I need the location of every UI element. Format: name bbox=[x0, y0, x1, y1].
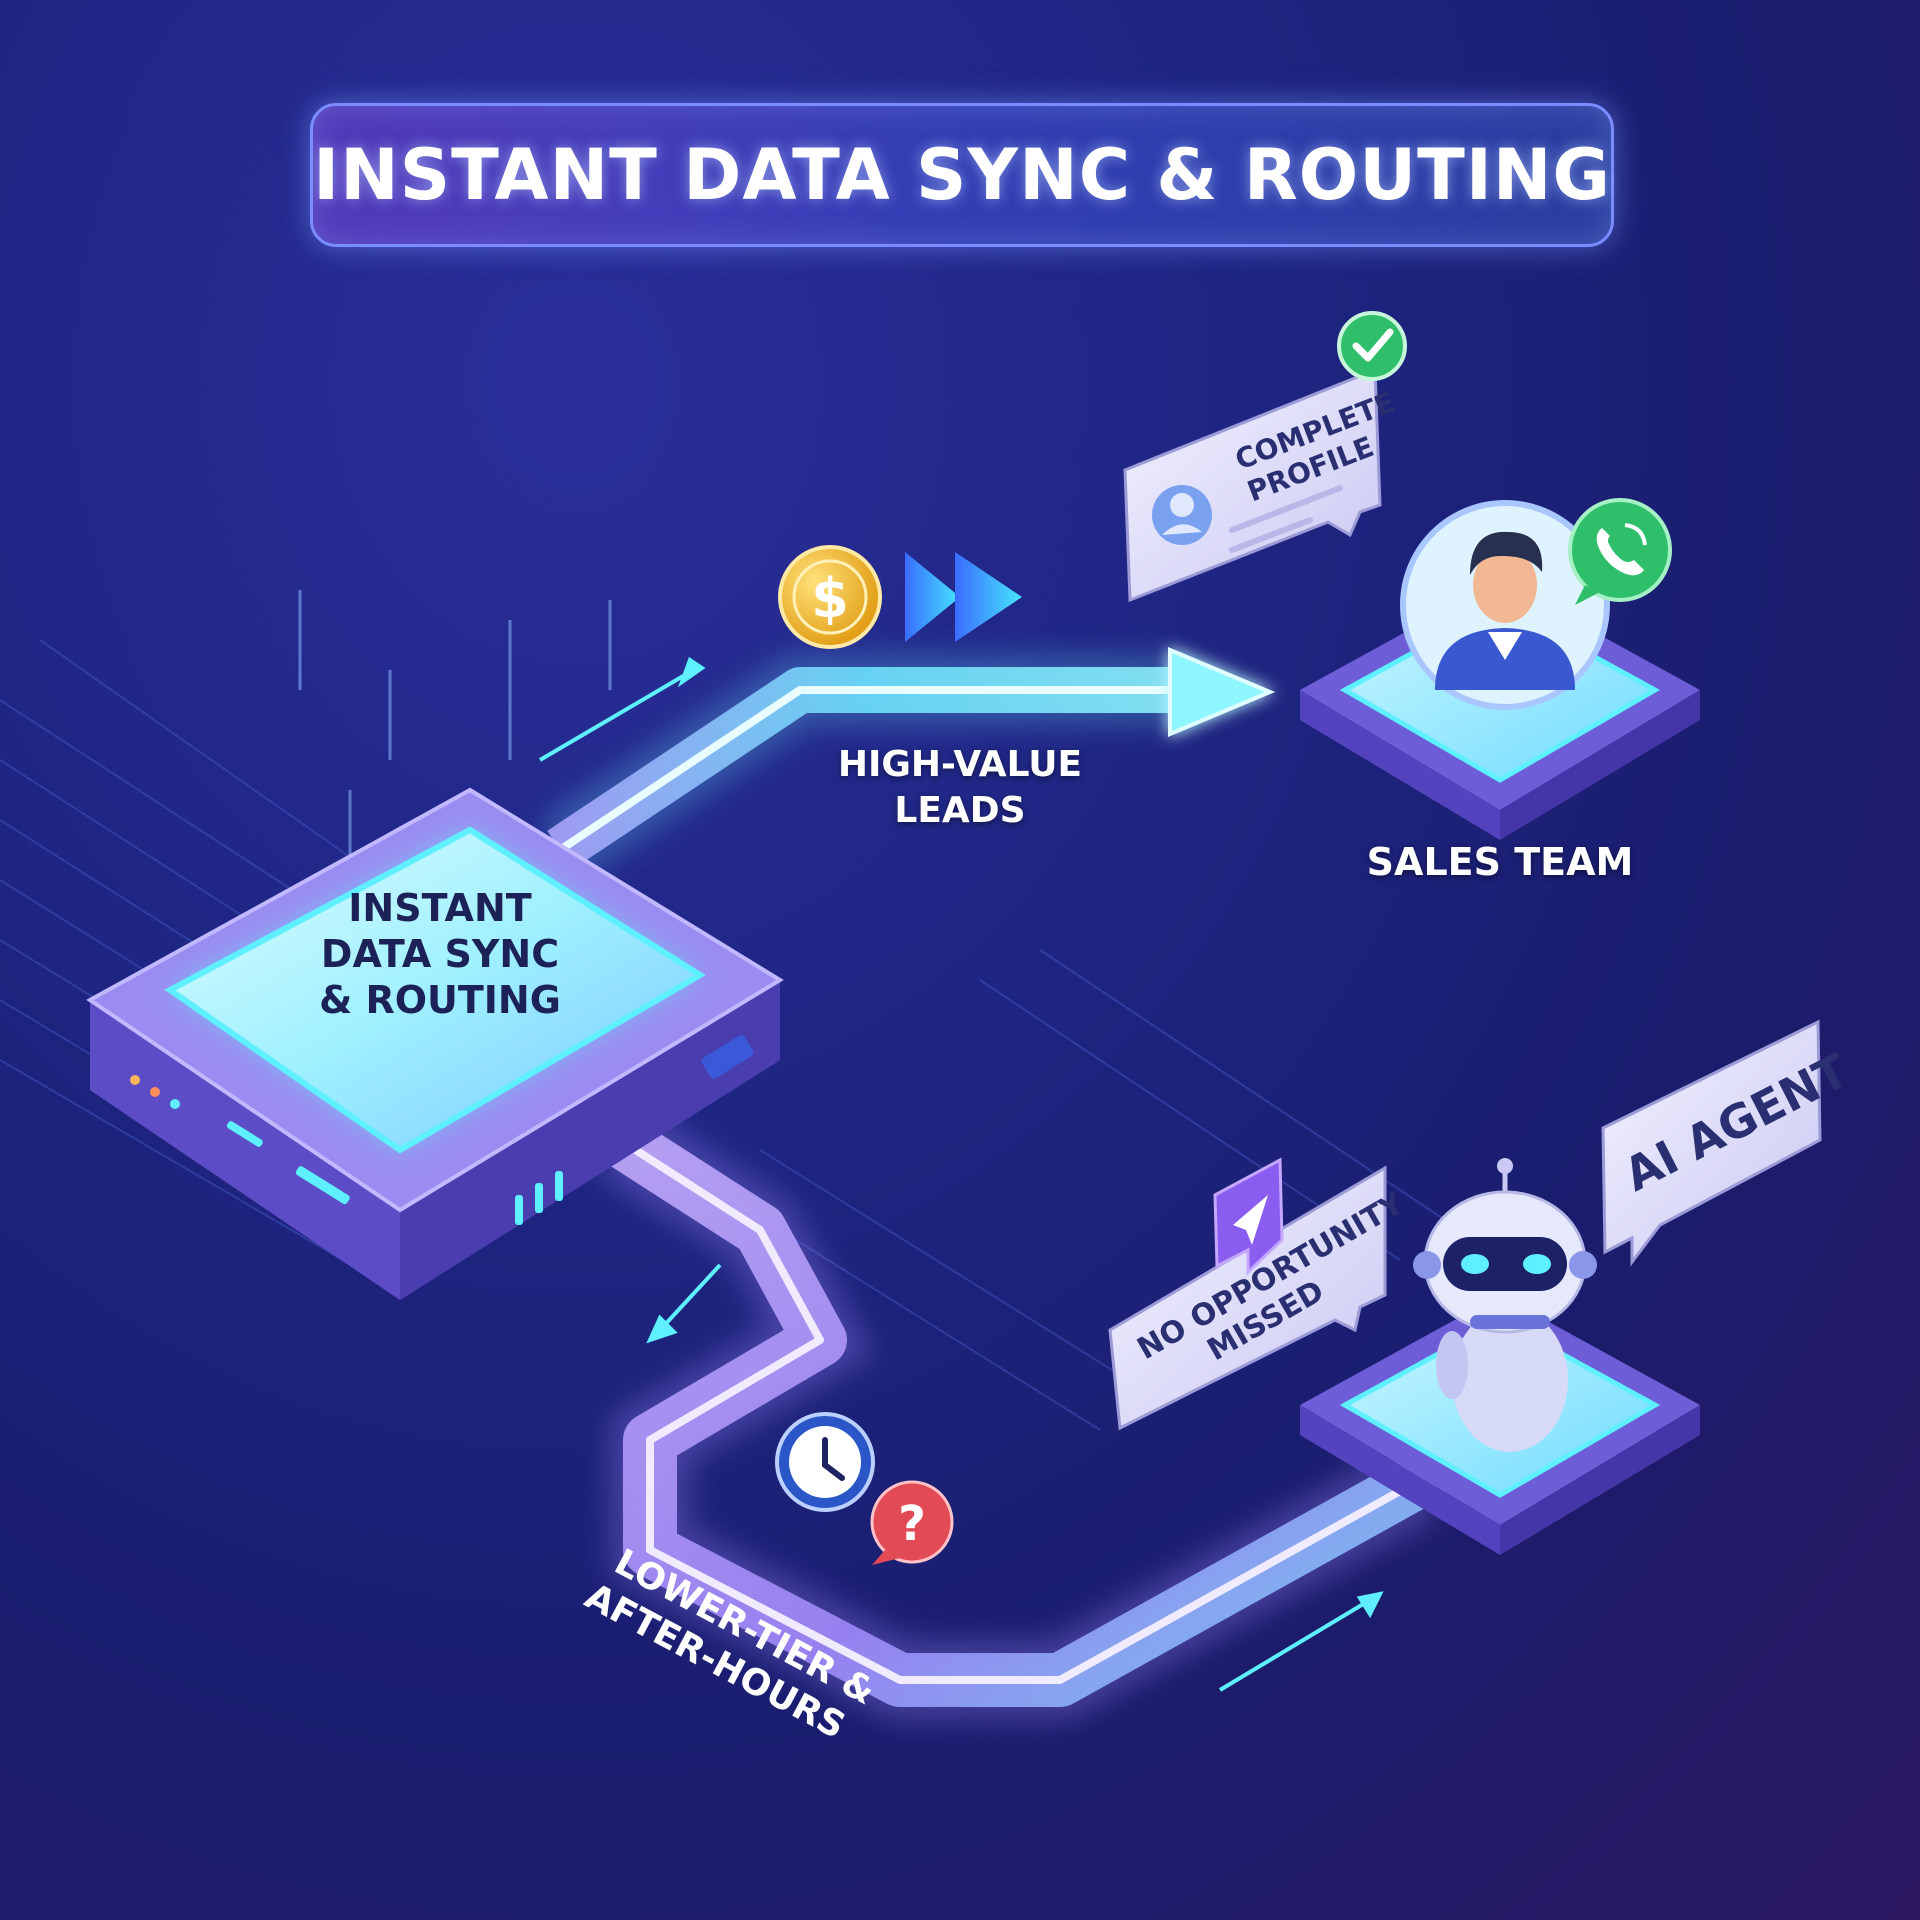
question-bubble-icon: ? bbox=[870, 1480, 954, 1565]
dollar-coin-icon: $ bbox=[778, 545, 882, 649]
person-avatar-icon bbox=[1400, 500, 1610, 710]
high-value-leads-label: HIGH-VALUE LEADS bbox=[800, 742, 1120, 834]
check-badge-icon bbox=[1337, 311, 1407, 381]
ai-agent-bubble bbox=[1601, 1019, 1822, 1267]
hub-label-line3: & ROUTING bbox=[319, 978, 561, 1022]
hub-label-line1: INSTANT bbox=[348, 886, 532, 930]
svg-text:$: $ bbox=[811, 567, 849, 630]
phone-call-icon bbox=[1568, 498, 1672, 605]
robot-icon bbox=[1413, 1158, 1597, 1452]
high-value-line1: HIGH-VALUE bbox=[837, 744, 1083, 785]
routing-hub-device bbox=[86, 787, 784, 1300]
sales-team-label: SALES TEAM bbox=[1366, 840, 1634, 884]
no-opportunity-bubble bbox=[1108, 1165, 1387, 1431]
fast-forward-icon bbox=[905, 552, 1022, 642]
high-value-line2: LEADS bbox=[894, 790, 1026, 831]
send-plane-icon bbox=[1213, 1157, 1284, 1276]
clock-icon bbox=[775, 1412, 875, 1512]
light-streaks bbox=[298, 590, 612, 860]
complete-profile-bubble bbox=[1123, 367, 1382, 603]
page-title: INSTANT DATA SYNC & ROUTING bbox=[313, 134, 1611, 216]
upper-arrowhead bbox=[1168, 646, 1276, 738]
hub-label-line2: DATA SYNC bbox=[320, 932, 560, 976]
lower-route-path bbox=[593, 1106, 1447, 1720]
hub-label: INSTANT DATA SYNC & ROUTING bbox=[300, 885, 580, 1023]
svg-text:?: ? bbox=[898, 1496, 926, 1552]
title-banner: INSTANT DATA SYNC & ROUTING bbox=[310, 103, 1614, 247]
upper-route-path bbox=[538, 646, 1276, 880]
